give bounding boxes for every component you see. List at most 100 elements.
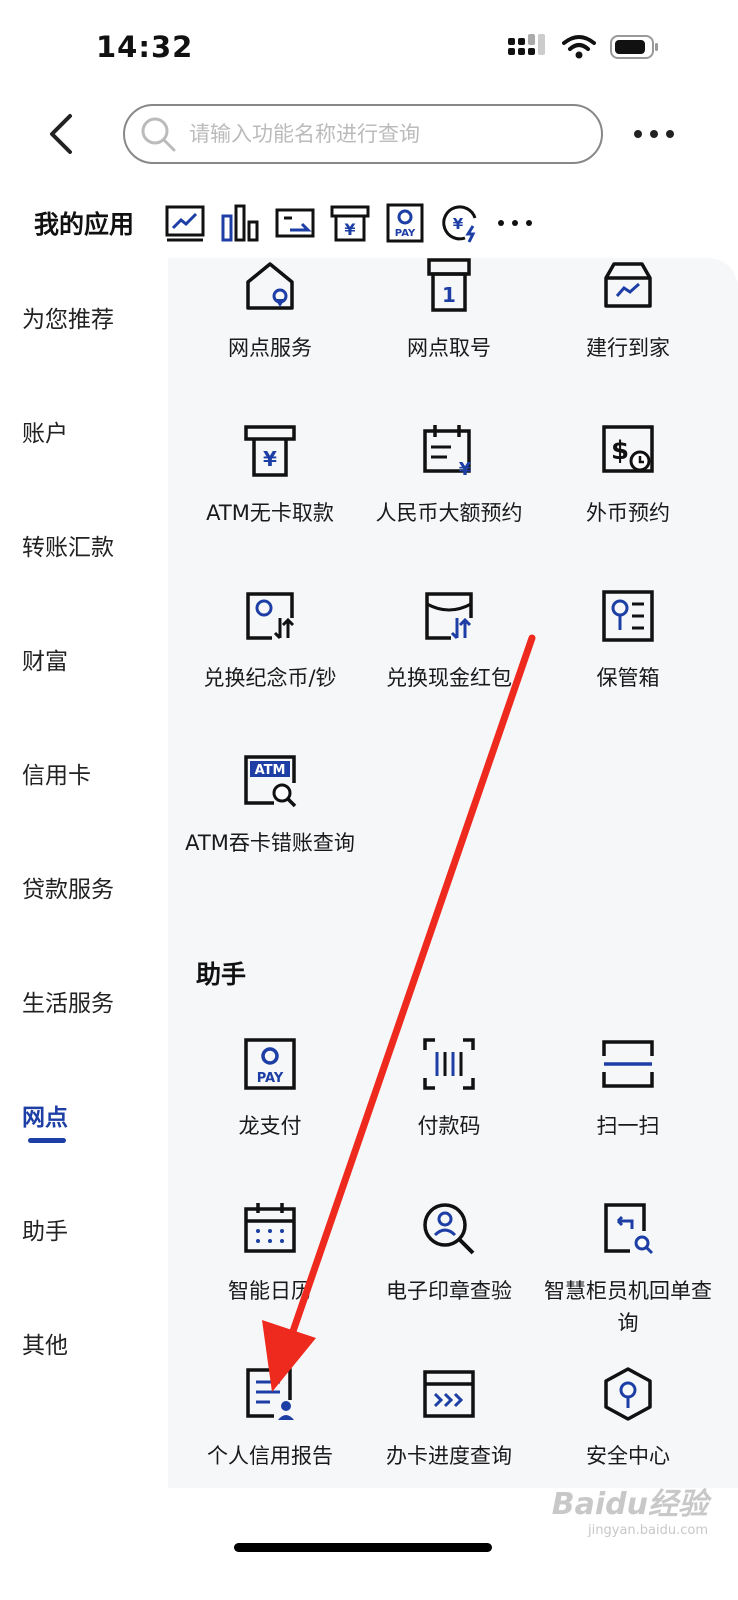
atm-query-icon: ATM: [244, 755, 297, 808]
svg-text:¥: ¥: [263, 447, 277, 471]
grid-item-foreign-currency[interactable]: $ 外币预约: [533, 423, 723, 529]
grid-label: 建行到家: [586, 336, 670, 360]
watermark-url: jingyan.baidu.com: [588, 1523, 708, 1538]
yuan-lightning-icon[interactable]: ¥: [439, 202, 481, 244]
sidebar-item-branch[interactable]: 网点: [22, 1105, 68, 1131]
grid-label: 保管箱: [596, 666, 660, 690]
grid-label: ATM无卡取款: [206, 501, 334, 525]
search-icon: [141, 117, 176, 152]
sidebar-item-account[interactable]: 账户: [22, 421, 68, 447]
scan-icon: [602, 1040, 654, 1088]
safe-box-icon: [602, 590, 654, 642]
back-arrow-icon[interactable]: [44, 112, 80, 156]
my-apps-icons: ¥ PAY ¥: [164, 202, 536, 244]
sidebar-item-recommend[interactable]: 为您推荐: [22, 307, 114, 333]
pay-icon[interactable]: PAY: [384, 202, 426, 244]
grid-item-card-progress[interactable]: 办卡进度查询: [354, 1366, 544, 1472]
sidebar-item-transfer[interactable]: 转账汇款: [22, 535, 114, 561]
rmb-reservation-icon: ¥: [423, 425, 472, 479]
grid-label: 兑换现金红包: [386, 666, 512, 690]
grid-item-rmb-reservation[interactable]: ¥ 人民币大额预约: [354, 423, 544, 529]
grid-item-payment-code[interactable]: 付款码: [354, 1036, 544, 1142]
grid-item-scan[interactable]: 扫一扫: [533, 1036, 723, 1142]
yuan-box-icon[interactable]: ¥: [329, 202, 371, 244]
queue-number-icon: 1: [427, 258, 471, 312]
search-input[interactable]: [189, 122, 589, 146]
battery-icon: [610, 35, 658, 59]
sidebar-item-assistant[interactable]: 助手: [22, 1219, 68, 1245]
grid-item-coin-exchange[interactable]: 兑换纪念币/钞: [175, 588, 365, 694]
category-sidebar: 为您推荐 账户 转账汇款 财富 信用卡 贷款服务 生活服务 网点 助手 其他: [0, 258, 168, 1488]
grid-item-calendar[interactable]: 智能日历: [175, 1201, 365, 1307]
grid-label: 智能日历: [228, 1279, 312, 1303]
grid-item-queue-number[interactable]: 1 网点取号: [354, 258, 544, 364]
grid-label: 扫一扫: [596, 1114, 660, 1138]
sidebar-item-wealth[interactable]: 财富: [22, 649, 68, 675]
grid-item-safe-box[interactable]: 保管箱: [533, 588, 723, 694]
wifi-icon: [562, 35, 596, 59]
grid-label: 安全中心: [586, 1444, 670, 1468]
sidebar-active-indicator: [28, 1138, 66, 1143]
svg-text:ATM: ATM: [255, 763, 286, 778]
credit-report-icon: [246, 1368, 294, 1420]
grid-label: ATM吞卡错账查询: [185, 831, 355, 855]
section-title-assistant: 助手: [196, 960, 247, 989]
grid-item-security-center[interactable]: 安全中心: [533, 1366, 723, 1472]
bar-chart-icon[interactable]: [219, 202, 261, 244]
coin-exchange-icon: [246, 592, 295, 640]
grid-label: 个人信用报告: [207, 1444, 333, 1468]
function-panel: 网点服务 1 网点取号 建行到家 ¥ ATM无卡取款: [168, 258, 738, 1488]
baidu-watermark: Baidu经验 jingyan.baidu.com: [552, 1479, 708, 1538]
my-apps-title: 我的应用: [34, 210, 135, 239]
card-transfer-icon[interactable]: [274, 202, 316, 244]
grid-label: 办卡进度查询: [386, 1444, 512, 1468]
grid-item-credit-report[interactable]: 个人信用报告: [175, 1366, 365, 1472]
grid-label: 外币预约: [586, 501, 670, 525]
status-bar: 14:32: [0, 0, 738, 100]
grid-item-branch-service[interactable]: 网点服务: [175, 258, 365, 364]
header: [0, 100, 738, 170]
sidebar-item-loan[interactable]: 贷款服务: [22, 877, 114, 903]
branch-location-icon: [246, 262, 294, 310]
grid-item-receipt-query[interactable]: 智慧柜员机回单查询: [533, 1201, 723, 1339]
grid-item-seal-verify[interactable]: 电子印章查验: [354, 1201, 544, 1307]
home-indicator[interactable]: [234, 1543, 492, 1552]
svg-text:¥: ¥: [344, 220, 355, 239]
svg-text:1: 1: [442, 283, 456, 307]
svg-text:$: $: [611, 436, 629, 466]
seal-verify-icon: [423, 1203, 475, 1255]
grid-item-red-packet[interactable]: 兑换现金红包: [354, 588, 544, 694]
red-packet-icon: [425, 592, 473, 640]
grid-item-atm-cardless[interactable]: ¥ ATM无卡取款: [175, 423, 365, 529]
grid-item-atm-query[interactable]: ATM ATM吞卡错账查询: [175, 753, 365, 859]
receipt-query-icon: [604, 1203, 654, 1255]
svg-text:PAY: PAY: [395, 228, 416, 239]
foreign-currency-icon: $: [602, 425, 654, 473]
sidebar-item-other[interactable]: 其他: [22, 1333, 68, 1359]
svg-text:¥: ¥: [459, 459, 472, 479]
grid-label: 电子印章查验: [386, 1279, 512, 1303]
more-menu-icon[interactable]: [630, 120, 678, 148]
grid-label: 兑换纪念币/钞: [203, 666, 337, 690]
grid-label: 龙支付: [238, 1114, 302, 1138]
watermark-logo: Baidu经验: [551, 1487, 708, 1522]
search-bar[interactable]: [123, 104, 603, 164]
grid-label: 智慧柜员机回单查询: [544, 1279, 712, 1335]
grid-label: 网点取号: [407, 336, 491, 360]
security-center-icon: [604, 1367, 652, 1421]
grid-item-home-delivery[interactable]: 建行到家: [533, 258, 723, 364]
grid-item-long-pay[interactable]: PAY 龙支付: [175, 1036, 365, 1142]
atm-cardless-icon: ¥: [244, 425, 296, 477]
more-icon[interactable]: [494, 202, 536, 244]
signal-icon: [508, 34, 545, 55]
grid-label: 人民币大额预约: [375, 501, 523, 525]
sidebar-item-life[interactable]: 生活服务: [22, 991, 114, 1017]
home-delivery-icon: [604, 262, 652, 308]
status-time: 14:32: [96, 30, 194, 64]
grid-label: 网点服务: [228, 336, 312, 360]
card-progress-icon: [423, 1370, 475, 1418]
chart-icon[interactable]: [164, 202, 206, 244]
calendar-icon: [244, 1203, 296, 1253]
svg-text:¥: ¥: [453, 215, 464, 233]
sidebar-item-credit-card[interactable]: 信用卡: [22, 763, 91, 789]
